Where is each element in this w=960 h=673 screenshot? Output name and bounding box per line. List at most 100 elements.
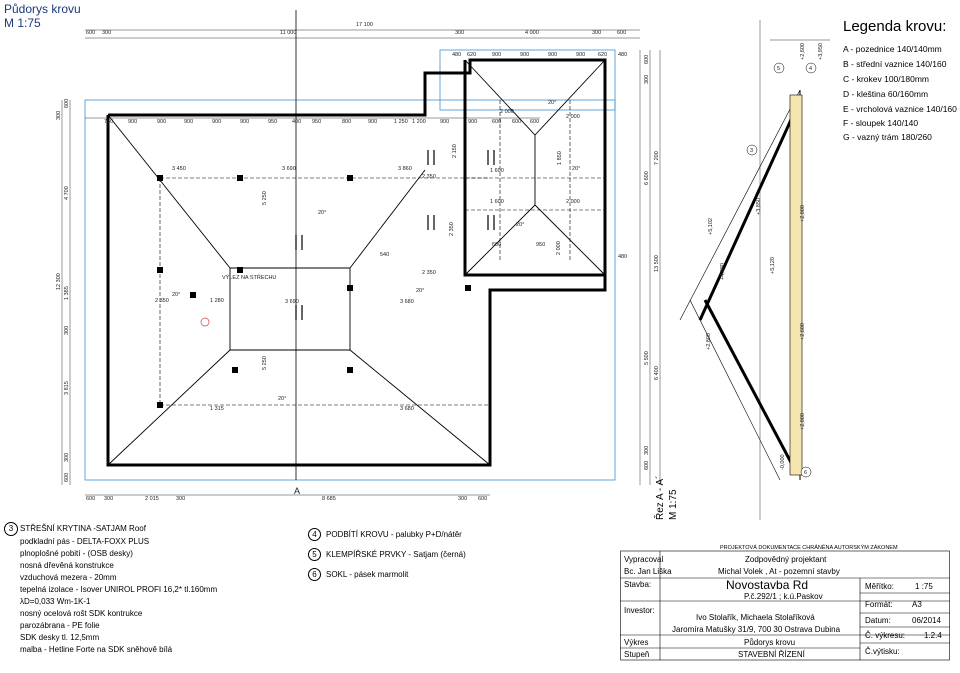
top-dim: 4 000 [525, 30, 539, 36]
spec-number-4: 4 [308, 528, 321, 541]
spec-line: parozábrana - PE folie [20, 621, 100, 630]
inner-dim: 1 600 [490, 199, 504, 205]
inner-dim: 3 680 [400, 299, 414, 305]
spec-line-6: SOKL - pásek marmolit [326, 570, 409, 579]
copyright-note: PROJEKTOVÁ DOKUMENTACE CHRÁNĚNA AUTORSKÝ… [720, 545, 898, 551]
spec-line: podkladní pás - DELTA-FOXX PLUS [20, 537, 150, 546]
right-dim: 600 [644, 55, 650, 64]
spec-line: nosný ocelová rošt SDK kontrukce [20, 609, 143, 618]
parcel-value: P.č.292/1 ; k.ú.Paskov [744, 592, 823, 601]
right-dim: 6 600 [644, 171, 650, 185]
top-dim: 300 [592, 30, 601, 36]
datum-value: 06/2014 [912, 616, 941, 625]
drawing-title: Půdorys krovu M 1:75 [4, 2, 81, 30]
vykres-label: Výkres [624, 638, 649, 647]
cvytisku-label: Č.výtisku: [865, 647, 900, 656]
meritko-label: Měřítko: [865, 582, 894, 591]
hip-lines [107, 59, 606, 466]
title-block-frame [620, 550, 950, 661]
vykres-value: Půdorys krovu [744, 638, 796, 647]
section-level: +2,600 [800, 43, 806, 60]
section-level: +2,800 [800, 413, 806, 430]
vypracoval-value: Bc. Jan Liška [624, 567, 672, 576]
inner-dim: 2 000 [566, 114, 580, 120]
investor-name: Ivo Stolařík, Michaela Stolaříková [696, 613, 815, 622]
inner-dim: 5 250 [262, 191, 268, 205]
inner-dim: 5 250 [262, 356, 268, 370]
left-dim: 600 [64, 473, 70, 482]
legend-item-b: B - střední vaznice 140/160 [843, 59, 947, 69]
bottom-dim: 8 685 [322, 496, 336, 502]
row-dim: 900 [157, 119, 166, 125]
row-dim: 750 [104, 119, 113, 125]
top-dim: 600 [86, 30, 95, 36]
vypracoval-label: Vypracoval [624, 555, 664, 564]
angle-label: 20° [516, 222, 524, 228]
angle-label: 20° [548, 100, 556, 106]
row-dim: 900 [440, 119, 449, 125]
callout-number: 4 [809, 66, 812, 72]
left-dim: 4 700 [64, 186, 70, 200]
bottom-dim: 300 [176, 496, 185, 502]
top-dim2: 900 [548, 52, 557, 58]
inner-dim: 3 450 [172, 166, 186, 172]
inner-dim: 2 350 [422, 270, 436, 276]
top-dim: 17 100 [356, 22, 373, 28]
format-label: Formát: [865, 600, 893, 609]
inner-dim: 3 690 [285, 299, 299, 305]
legend-item-f: F - sloupek 140/140 [843, 118, 919, 128]
row-dim: 900 [368, 119, 377, 125]
inner-dim: 1 280 [210, 298, 224, 304]
inner-dim: 2 350 [155, 298, 169, 304]
spec-number-5: 5 [308, 548, 321, 561]
spec-line: λD=0,033 Wm-1K-1 [20, 597, 91, 606]
datum-label: Datum: [865, 616, 891, 625]
meritko-value: 1 :75 [915, 582, 933, 591]
inner-dim: 2 000 [556, 241, 562, 255]
section-level: +2,800 [800, 205, 806, 222]
right-dim: 300 [644, 446, 650, 455]
top-dim: 300 [455, 30, 464, 36]
spec-line-4: PODBÍTÍ KROVU - palubky P+D/nátěr [326, 530, 462, 539]
row-dim: 600 [492, 119, 501, 125]
section-drawing [679, 20, 830, 520]
section-callouts [746, 62, 817, 478]
bottom-dim: 2 015 [145, 496, 159, 502]
spec-line: STŘEŠNÍ KRYTINA -SATJAM Roof [20, 524, 146, 533]
format-value: A3 [912, 600, 922, 609]
section-level: +5,120 [770, 257, 776, 274]
row-dim: 600 [512, 119, 521, 125]
left-dim: 300 [56, 111, 62, 120]
top-dim: 300 [102, 30, 111, 36]
purlin-lines [159, 100, 605, 406]
roof-exit-label: VÝLEZ NA STŘECHU [222, 273, 276, 281]
left-dim: 600 [64, 99, 70, 108]
row-dim: 950 [268, 119, 277, 125]
spec-line: tepelná izolace - Isover UNIROL PROFI 16… [20, 585, 218, 594]
callout-number: 5 [777, 66, 780, 72]
right-dim: 600 [644, 461, 650, 470]
legend-item-e: E - vrcholová vaznice 140/160 [843, 104, 957, 114]
spec-line-5: KLEMPÍŘSKÉ PRVKY - Satjam (černá) [326, 550, 466, 559]
legend-item-c: C - krokev 100/180mm [843, 74, 929, 84]
angle-label: 20° [318, 210, 326, 216]
section-label: Řez A - A´ [653, 476, 666, 520]
top-dim2: 620 [467, 52, 476, 58]
projektant-value: Michal Volek , At - pozemní stavby [718, 567, 840, 576]
section-level: -0,000 [780, 454, 786, 470]
dimension-lines [61, 29, 661, 496]
left-dim: 300 [64, 453, 70, 462]
right-dim: 5 500 [644, 351, 650, 365]
stupen-value: STAVEBNÍ ŘÍZENÍ [738, 650, 805, 659]
left-dim: 3 815 [64, 381, 70, 395]
spec-number-3: 3 [4, 522, 18, 536]
section-level: +3,950 [818, 43, 824, 60]
angle-label: 20° [172, 292, 180, 298]
roof-exit-marker [200, 317, 210, 327]
inner-dim: 2 350 [449, 222, 455, 236]
inner-dim: 3 860 [398, 166, 412, 172]
top-dim2: 480 [452, 52, 461, 58]
projektant-label: Zodpovědný projektant [745, 555, 827, 564]
row-dim: 900 [184, 119, 193, 125]
right-dim: 7 200 [654, 151, 660, 165]
